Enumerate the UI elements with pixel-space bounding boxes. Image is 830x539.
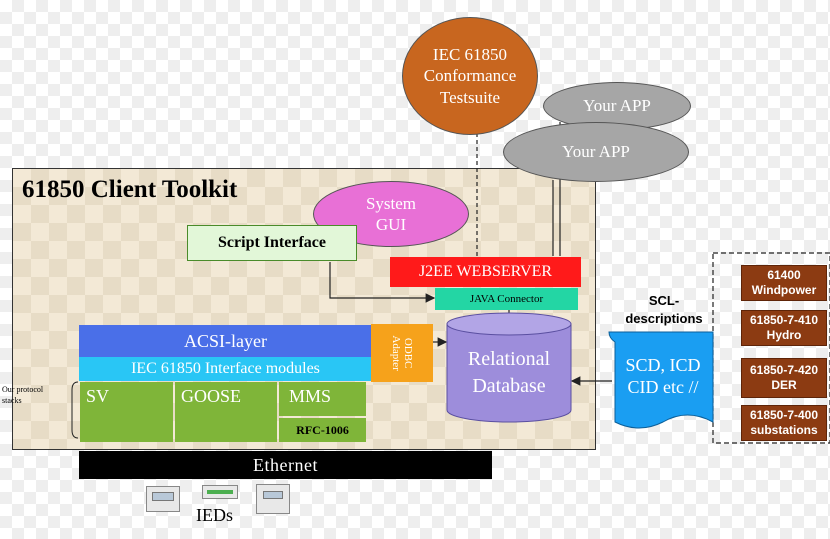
- scl-document-text: SCD, ICD CID etc //: [625, 354, 701, 398]
- script-to-connector-line: [329, 262, 436, 303]
- acsi-layer: ACSI-layer: [79, 325, 372, 357]
- standard-der: 61850-7-420 DER: [741, 358, 827, 398]
- ied-device-2-leds: [207, 490, 233, 494]
- ied-device-3: [256, 484, 290, 514]
- iec-interface-modules: IEC 61850 Interface modules: [79, 357, 372, 381]
- goose-label: GOOSE: [181, 386, 242, 406]
- script-interface: Script Interface: [187, 225, 357, 261]
- mms-stack: MMS: [279, 382, 366, 416]
- standard-substations: 61850-7-400 substations: [741, 405, 827, 441]
- scl-descriptions-label: SCL- descriptions: [625, 293, 703, 326]
- odbc-adapter-label: ODBC Adapter: [390, 335, 415, 371]
- scl-document-shape: [608, 331, 714, 429]
- standards-dashed-box: [712, 252, 830, 444]
- rfc1006-stack: RFC-1006: [279, 418, 366, 442]
- j2ee-webserver: J2EE WEBSERVER: [390, 257, 581, 287]
- odbc-adapter: ODBC Adapter: [371, 324, 433, 382]
- ied-device-2: [202, 485, 238, 499]
- ethernet-bar: Ethernet: [79, 451, 492, 479]
- ied-device-1: [146, 486, 180, 512]
- database-cylinder-shape: [446, 312, 572, 423]
- relational-database: Relational Database: [446, 312, 572, 424]
- ieds-label: IEDs: [196, 505, 233, 525]
- ied-device-3-screen: [263, 491, 283, 499]
- mms-label: MMS: [289, 386, 332, 406]
- standard-windpower: 61400 Windpower: [741, 265, 827, 301]
- ied-device-1-screen: [152, 492, 174, 501]
- toolkit-title: 61850 Client Toolkit: [22, 176, 238, 203]
- java-connector: JAVA Connector: [435, 288, 578, 310]
- database-label: Relational Database: [467, 348, 551, 397]
- goose-stack: GOOSE: [175, 382, 277, 442]
- conformance-testsuite: IEC 61850 Conformance Testsuite: [402, 17, 538, 135]
- standard-hydro: 61850-7-410 Hydro: [741, 310, 827, 346]
- scl-document: SCD, ICD CID etc //: [607, 330, 715, 432]
- sv-label: SV: [86, 386, 110, 406]
- your-app-front: Your APP: [503, 122, 689, 182]
- protocol-stacks-brace: [71, 381, 79, 439]
- sv-stack: SV: [80, 382, 173, 442]
- protocol-stacks-label: Our protocol stacks: [2, 385, 44, 405]
